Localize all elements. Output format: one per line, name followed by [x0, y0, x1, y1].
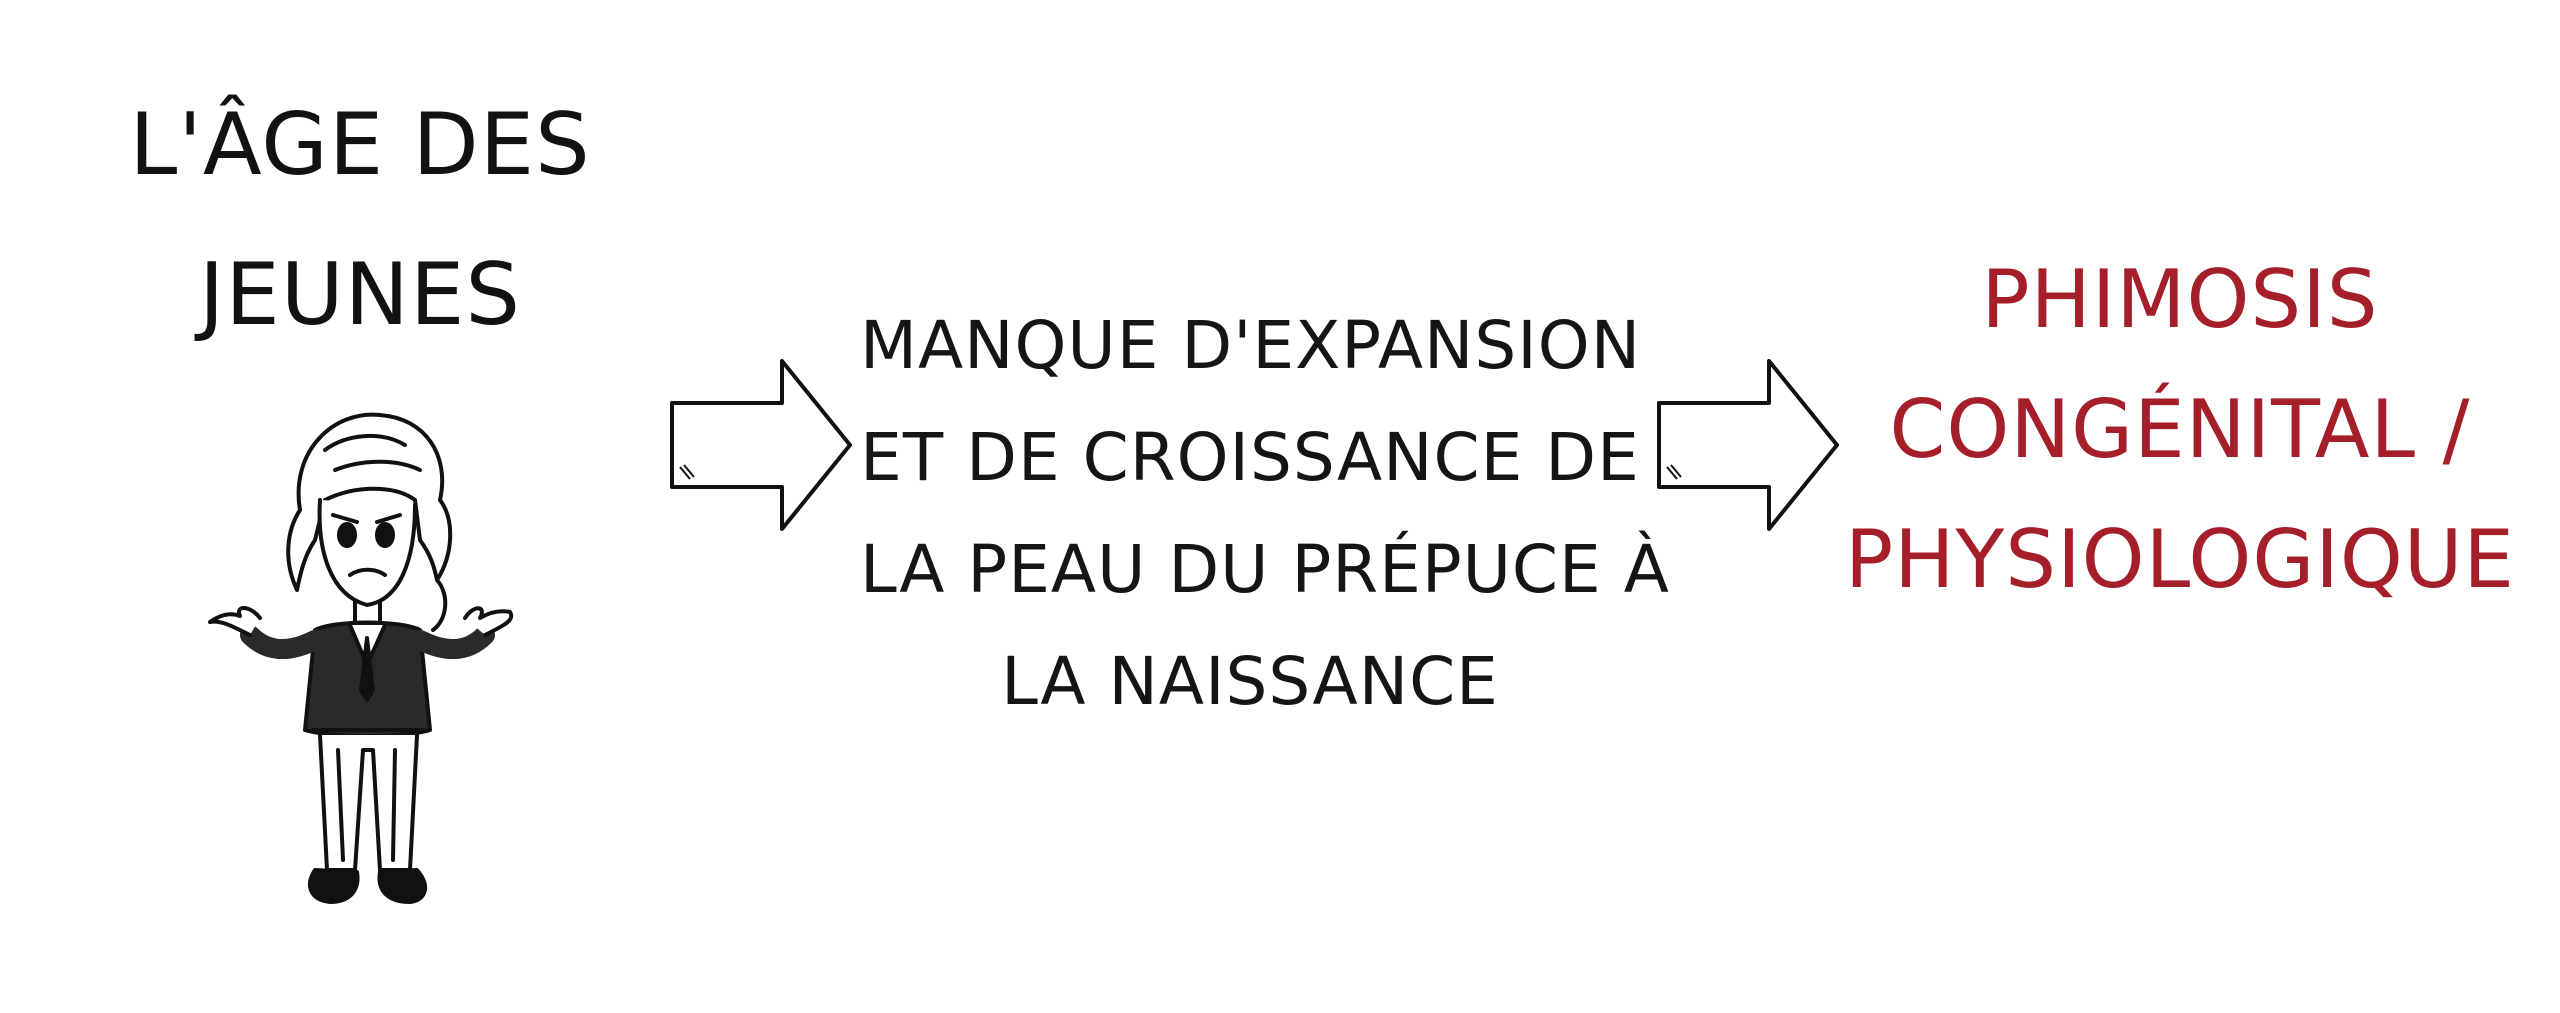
result-line-2: CONGÉNITAL /: [1889, 383, 2471, 476]
cause-line-1: MANQUE D'EXPANSION: [860, 307, 1642, 384]
right-arrow-icon: [670, 359, 852, 531]
result-line-1: PHIMOSIS: [1981, 253, 2379, 346]
cause-line-3: LA PEAU DU PRÉPUCE À: [860, 531, 1670, 608]
shrugging-person-icon: [208, 412, 514, 904]
right-arrow-icon: [1657, 359, 1839, 531]
cause-line-2: ET DE CROISSANCE DE: [860, 419, 1640, 496]
result-label: PHIMOSIS CONGÉNITAL / PHYSIOLOGIQUE: [1830, 235, 2530, 625]
age-label: L'ÂGE DES JEUNES: [120, 70, 600, 370]
cause-line-4: LA NAISSANCE: [1001, 643, 1499, 720]
age-label-line-2: JEUNES: [199, 245, 521, 345]
result-line-3: PHYSIOLOGIQUE: [1845, 513, 2515, 606]
cause-description: MANQUE D'EXPANSION ET DE CROISSANCE DE L…: [860, 290, 1670, 738]
age-label-line-1: L'ÂGE DES: [129, 95, 591, 195]
